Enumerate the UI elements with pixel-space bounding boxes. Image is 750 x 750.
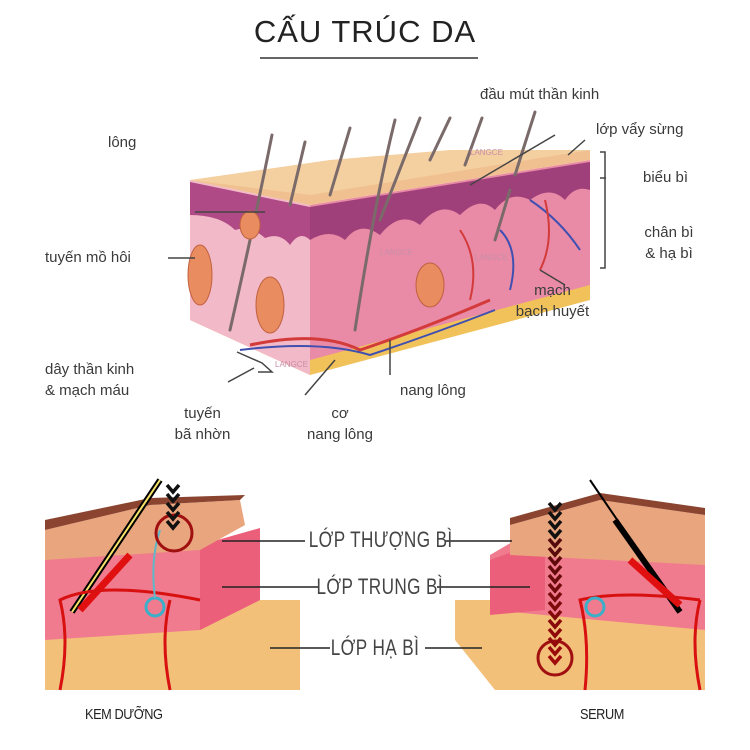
chevron-down-icon xyxy=(547,564,563,576)
label-sebaceous-line2: bã nhờn xyxy=(174,426,231,443)
label-hair: lông xyxy=(108,134,137,151)
label-sweat-gland: tuyến mồ hôi xyxy=(45,249,131,266)
label-hair-follicle: nang lông xyxy=(400,382,466,399)
chevron-down-icon xyxy=(547,645,563,657)
label-stratum-corneum: lớp vẩy sừng xyxy=(596,121,684,138)
label-muscle-line1: cơ xyxy=(331,405,349,422)
label-nerves-vessels: dây thần kinh & mạch máu xyxy=(45,359,134,401)
serum-skin-illustration xyxy=(455,479,705,691)
label-epidermis: biểu bì xyxy=(643,169,689,186)
cream-skin-illustration xyxy=(45,478,300,691)
svg-text:LANGCE: LANGCE xyxy=(275,360,308,369)
label-lymph-line2: bạch huyết xyxy=(515,303,590,320)
svg-text:LANGCE: LANGCE xyxy=(470,148,503,157)
label-dermis-line2: & hạ bì xyxy=(645,245,693,262)
chevron-down-icon xyxy=(547,573,563,585)
chevron-down-icon xyxy=(547,627,563,639)
serum-penetration-arrows xyxy=(547,501,563,666)
chevron-down-icon xyxy=(547,555,563,567)
label-lymph-vessel: mạch bạch huyết xyxy=(500,280,605,322)
label-epidermis-layer: LỚP THƯỢNG BÌ xyxy=(308,527,453,552)
chevron-down-icon xyxy=(547,636,563,648)
chevron-down-icon xyxy=(547,537,563,549)
label-arrector-muscle: cơ nang lông xyxy=(300,403,380,445)
label-hypodermis-layer: LỚP HẠ BÌ xyxy=(330,635,420,660)
chevron-down-icon xyxy=(547,582,563,594)
label-nerve-endings: đầu mút thần kinh xyxy=(480,86,600,103)
chevron-down-icon xyxy=(547,609,563,621)
chevron-down-icon xyxy=(547,510,563,522)
cream-penetration-arrows xyxy=(165,483,181,531)
label-dermis-hypodermis: chân bì & hạ bì xyxy=(636,222,702,264)
label-sebaceous-line1: tuyến xyxy=(184,405,221,422)
label-muscle-line2: nang lông xyxy=(307,426,373,443)
chevron-down-icon xyxy=(547,519,563,531)
chevron-down-icon xyxy=(547,654,563,666)
chevron-down-icon xyxy=(547,546,563,558)
label-sebaceous-gland: tuyến bã nhờn xyxy=(165,403,240,445)
caption-serum: SERUM xyxy=(580,706,624,723)
label-dermis-line1: chân bì xyxy=(644,224,694,241)
svg-text:LANGCE: LANGCE xyxy=(380,248,413,257)
caption-cream: KEM DƯỠNG xyxy=(85,706,163,723)
page-title: CẤU TRÚC DA xyxy=(253,14,477,49)
chevron-down-icon xyxy=(547,618,563,630)
label-dermis-layer: LỚP TRUNG BÌ xyxy=(316,574,444,599)
chevron-down-icon xyxy=(547,528,563,540)
label-nerves-line2: & mạch máu xyxy=(45,382,130,399)
svg-text:LANGCE: LANGCE xyxy=(475,253,508,262)
label-lymph-line1: mạch xyxy=(534,282,571,299)
title-underline xyxy=(260,57,478,59)
chevron-down-icon xyxy=(547,501,563,513)
chevron-down-icon xyxy=(547,600,563,612)
label-nerves-line1: dây thần kinh xyxy=(45,361,135,378)
chevron-down-icon xyxy=(547,591,563,603)
